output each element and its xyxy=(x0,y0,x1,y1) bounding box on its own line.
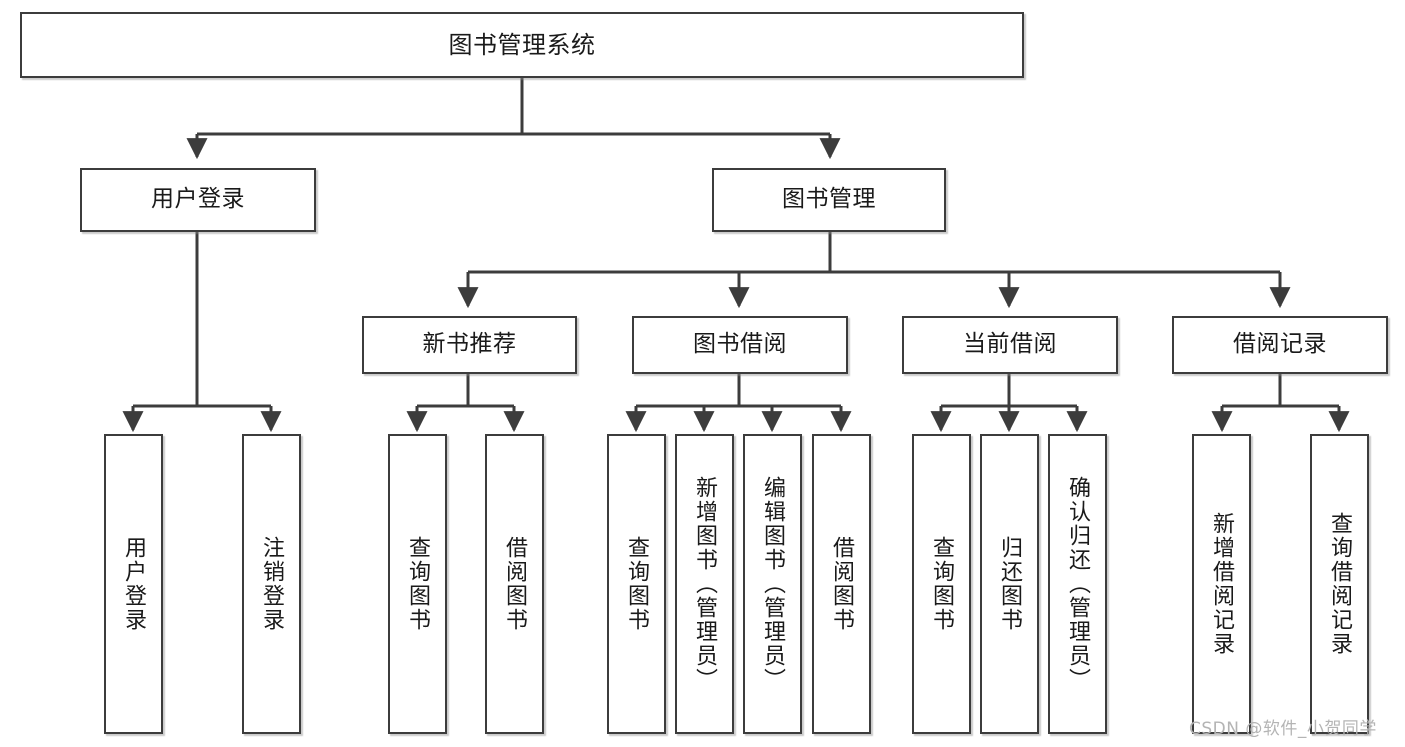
leaf-user-login-label: 用户登录 xyxy=(121,536,147,632)
leaf-query-book-3-label: 查询图书 xyxy=(929,536,955,632)
leaf-borrow-book-1-label: 借阅图书 xyxy=(502,536,528,632)
node-new-book-recommend-label: 新书推荐 xyxy=(422,331,517,358)
leaf-return-book[interactable]: 归还图书 xyxy=(980,434,1039,734)
leaf-confirm-return[interactable]: 确认归还（管理员） xyxy=(1048,434,1107,734)
leaf-borrow-book-1[interactable]: 借阅图书 xyxy=(485,434,544,734)
leaf-add-book-label: 新增图书（管理员） xyxy=(692,476,718,692)
csdn-watermark: CSDN @软件_小贺同学 xyxy=(1189,719,1377,739)
leaf-query-book-1-label: 查询图书 xyxy=(405,536,431,632)
node-book-borrow-label: 图书借阅 xyxy=(693,331,787,358)
leaf-add-record-label: 新增借阅记录 xyxy=(1209,512,1235,656)
node-book-manage[interactable]: 图书管理 xyxy=(712,168,946,232)
leaf-confirm-return-label: 确认归还（管理员） xyxy=(1065,476,1091,692)
node-book-manage-label: 图书管理 xyxy=(782,186,876,213)
leaf-add-book[interactable]: 新增图书（管理员） xyxy=(675,434,734,734)
leaf-query-book-2-label: 查询图书 xyxy=(624,536,650,632)
leaf-query-record-label: 查询借阅记录 xyxy=(1327,512,1353,656)
node-current-borrow-label: 当前借阅 xyxy=(963,331,1057,358)
leaf-logout-login-label: 注销登录 xyxy=(259,536,285,632)
leaf-edit-book[interactable]: 编辑图书（管理员） xyxy=(743,434,802,734)
node-new-book-recommend[interactable]: 新书推荐 xyxy=(362,316,577,374)
leaf-borrow-book-2-label: 借阅图书 xyxy=(829,536,855,632)
node-borrow-record[interactable]: 借阅记录 xyxy=(1172,316,1388,374)
leaf-edit-book-label: 编辑图书（管理员） xyxy=(760,476,786,692)
leaf-logout-login[interactable]: 注销登录 xyxy=(242,434,301,734)
node-borrow-record-label: 借阅记录 xyxy=(1233,331,1327,358)
node-user-login-label: 用户登录 xyxy=(151,186,245,213)
leaf-add-record[interactable]: 新增借阅记录 xyxy=(1192,434,1251,734)
node-book-borrow[interactable]: 图书借阅 xyxy=(632,316,848,374)
leaf-query-book-2[interactable]: 查询图书 xyxy=(607,434,666,734)
leaf-borrow-book-2[interactable]: 借阅图书 xyxy=(812,434,871,734)
leaf-query-record[interactable]: 查询借阅记录 xyxy=(1310,434,1369,734)
node-root[interactable]: 图书管理系统 xyxy=(20,12,1024,78)
leaf-query-book-3[interactable]: 查询图书 xyxy=(912,434,971,734)
leaf-user-login[interactable]: 用户登录 xyxy=(104,434,163,734)
node-current-borrow[interactable]: 当前借阅 xyxy=(902,316,1118,374)
leaf-query-book-1[interactable]: 查询图书 xyxy=(388,434,447,734)
leaf-return-book-label: 归还图书 xyxy=(997,536,1023,632)
node-user-login[interactable]: 用户登录 xyxy=(80,168,316,232)
node-root-label: 图书管理系统 xyxy=(448,30,596,59)
